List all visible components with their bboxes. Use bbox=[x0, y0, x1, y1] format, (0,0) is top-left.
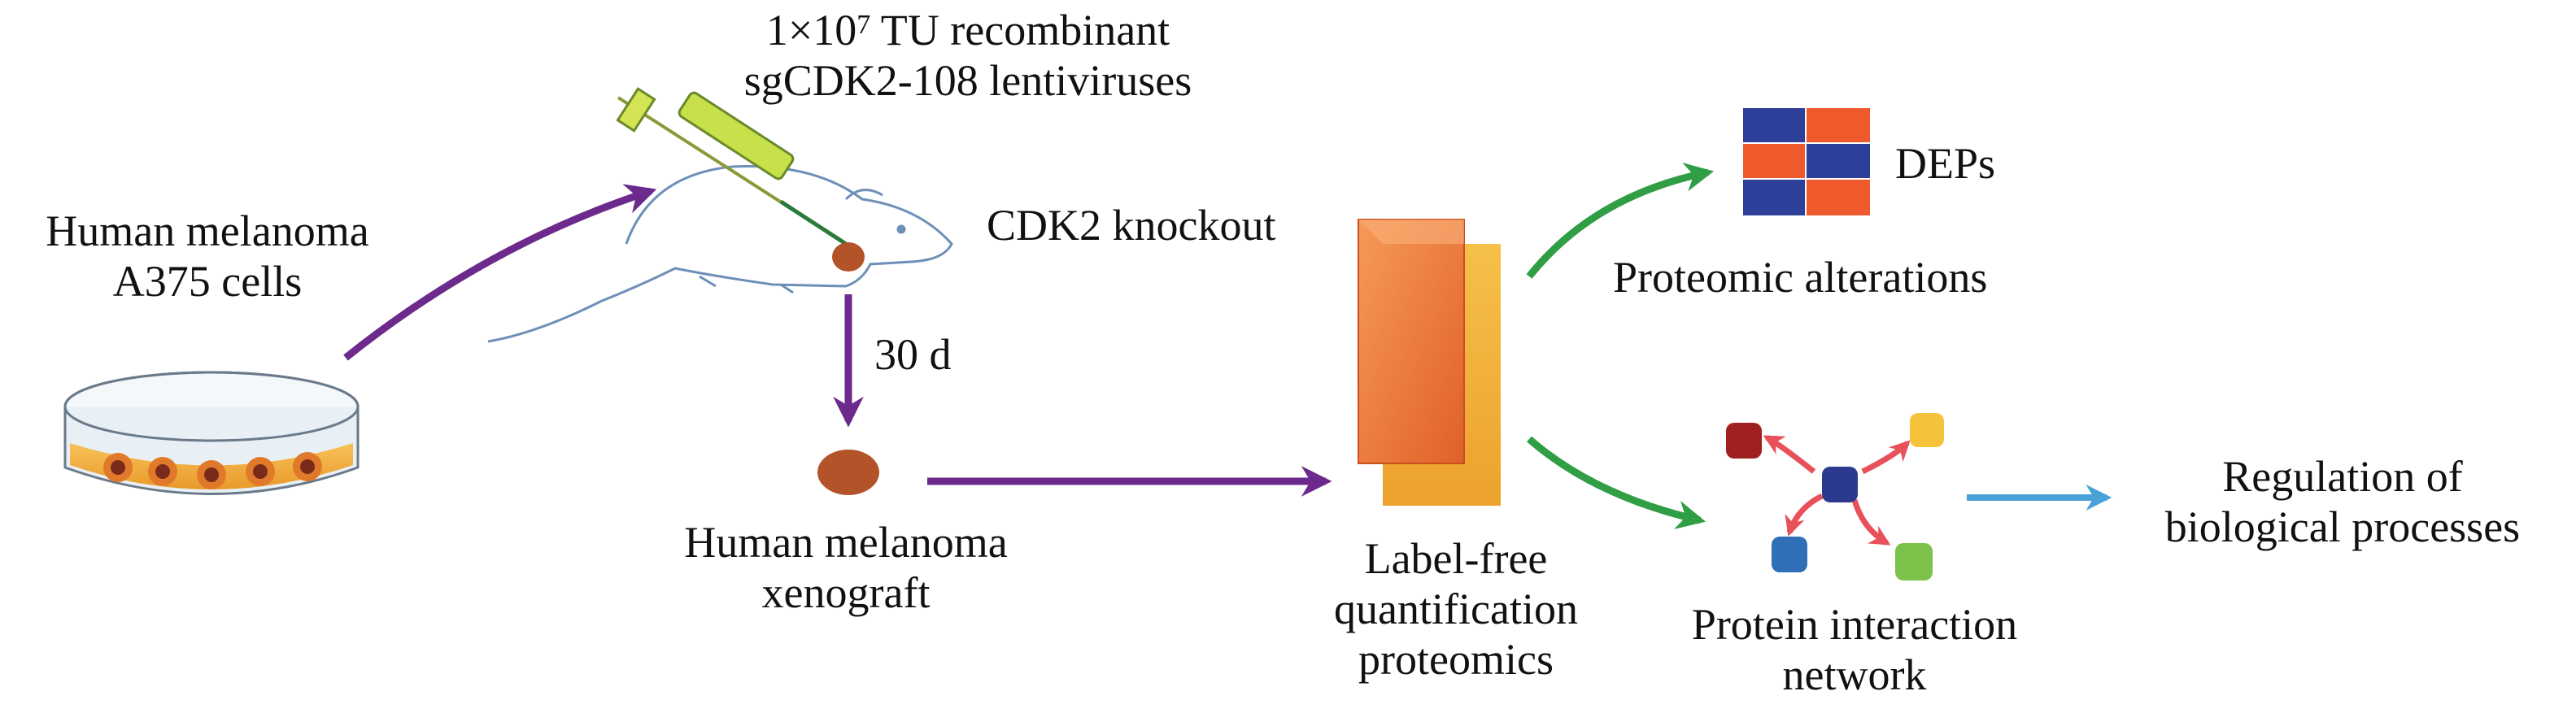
network-label-line1: Protein interaction bbox=[1691, 600, 2018, 649]
tumor-icon bbox=[832, 242, 865, 272]
heatmap-icon bbox=[1741, 107, 1872, 217]
proteomics-label-line2: quantification bbox=[1334, 585, 1578, 633]
network-label: Protein interaction network bbox=[1627, 599, 2082, 700]
arrow-to-network bbox=[1527, 436, 1706, 530]
knockout-label: CDK2 knockout bbox=[987, 201, 1276, 250]
proteomics-box-icon bbox=[1358, 219, 1501, 506]
xenograft-label: Human melanoma xenograft bbox=[618, 517, 1074, 618]
cell-icons bbox=[103, 452, 322, 489]
syringe-icon bbox=[616, 87, 848, 246]
petri-dish-icon bbox=[63, 371, 360, 495]
proteomics-label: Label-free quantification proteomics bbox=[1285, 533, 1627, 685]
lentivirus-label-line2: sgCDK2-108 lentiviruses bbox=[743, 56, 1192, 105]
network-icon bbox=[1726, 413, 1944, 580]
proteomics-label-line3: proteomics bbox=[1358, 635, 1554, 684]
cells-label-line1: Human melanoma bbox=[46, 207, 369, 255]
mouse-icon bbox=[487, 165, 953, 343]
cells-label: Human melanoma A375 cells bbox=[0, 206, 415, 307]
cells-label-line2: A375 cells bbox=[112, 257, 303, 306]
regulation-label: Regulation of biological processes bbox=[2115, 451, 2570, 552]
regulation-label-line1: Regulation of bbox=[2222, 452, 2463, 501]
xenograft-label-line2: xenograft bbox=[761, 568, 931, 617]
deps-label: DEPs bbox=[1895, 139, 1996, 188]
arrow-cells-to-mouse bbox=[343, 184, 657, 361]
arrow-to-deps bbox=[1526, 163, 1715, 279]
xenograft-label-line1: Human melanoma bbox=[684, 518, 1008, 567]
duration-label: 30 d bbox=[874, 330, 952, 379]
regulation-label-line2: biological processes bbox=[2164, 502, 2521, 551]
network-label-line2: network bbox=[1782, 650, 1927, 699]
xenograft-icon bbox=[817, 450, 879, 495]
proteomics-label-line1: Label-free bbox=[1364, 534, 1548, 583]
alterations-label: Proteomic alterations bbox=[1613, 253, 1988, 302]
lentivirus-label-line1: 1×107 TU recombinant bbox=[765, 6, 1170, 54]
lentivirus-label: 1×107 TU recombinant sgCDK2-108 lentivir… bbox=[618, 5, 1318, 106]
